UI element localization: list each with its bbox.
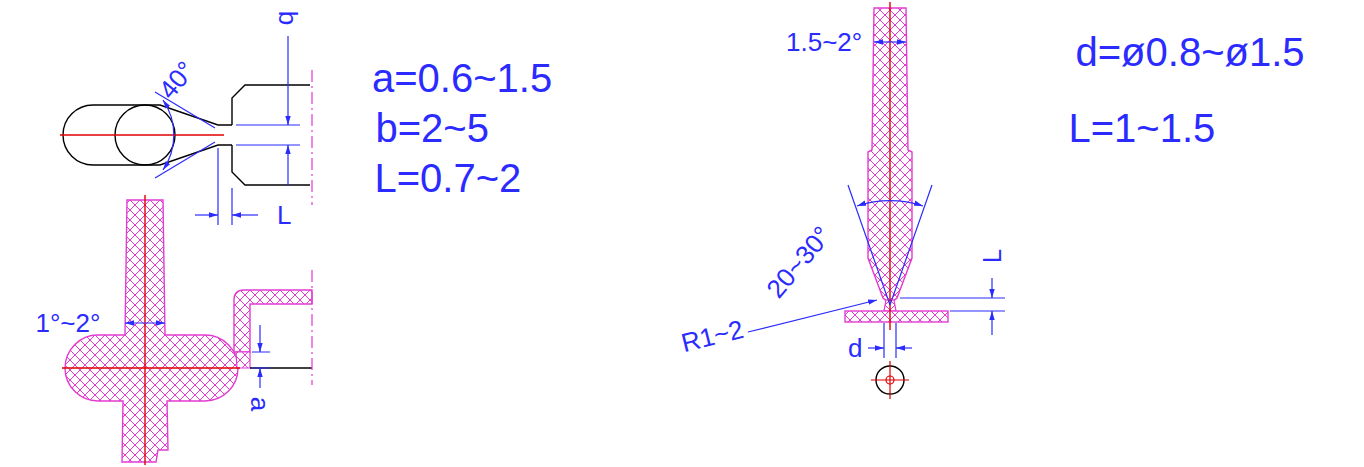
dimension-symbol: b xyxy=(275,11,301,25)
angle-dimension: 40° xyxy=(154,57,199,104)
dimension-note: b=2~5 xyxy=(376,108,489,148)
angle-dimension: 1.5~2° xyxy=(786,29,862,55)
dimension-symbol: L xyxy=(277,202,291,228)
dimension-symbol: a xyxy=(247,397,273,411)
dimension-note: L=0.7~2 xyxy=(375,158,522,198)
radius-dimension: R1~2 xyxy=(678,316,745,356)
dimension-note: d=ø0.8~ø1.5 xyxy=(1076,32,1305,72)
dimension-note: L=1~1.5 xyxy=(1069,108,1216,148)
dimension-symbol: L xyxy=(979,249,1005,263)
angle-dimension: 20~30° xyxy=(761,222,835,303)
dimension-symbol: d xyxy=(848,335,862,361)
pin-point-gate xyxy=(748,2,1005,399)
dimension-note: a=0.6~1.5 xyxy=(372,58,552,98)
angle-dimension: 1°~2° xyxy=(36,310,101,336)
side-gate-plan xyxy=(60,36,312,225)
